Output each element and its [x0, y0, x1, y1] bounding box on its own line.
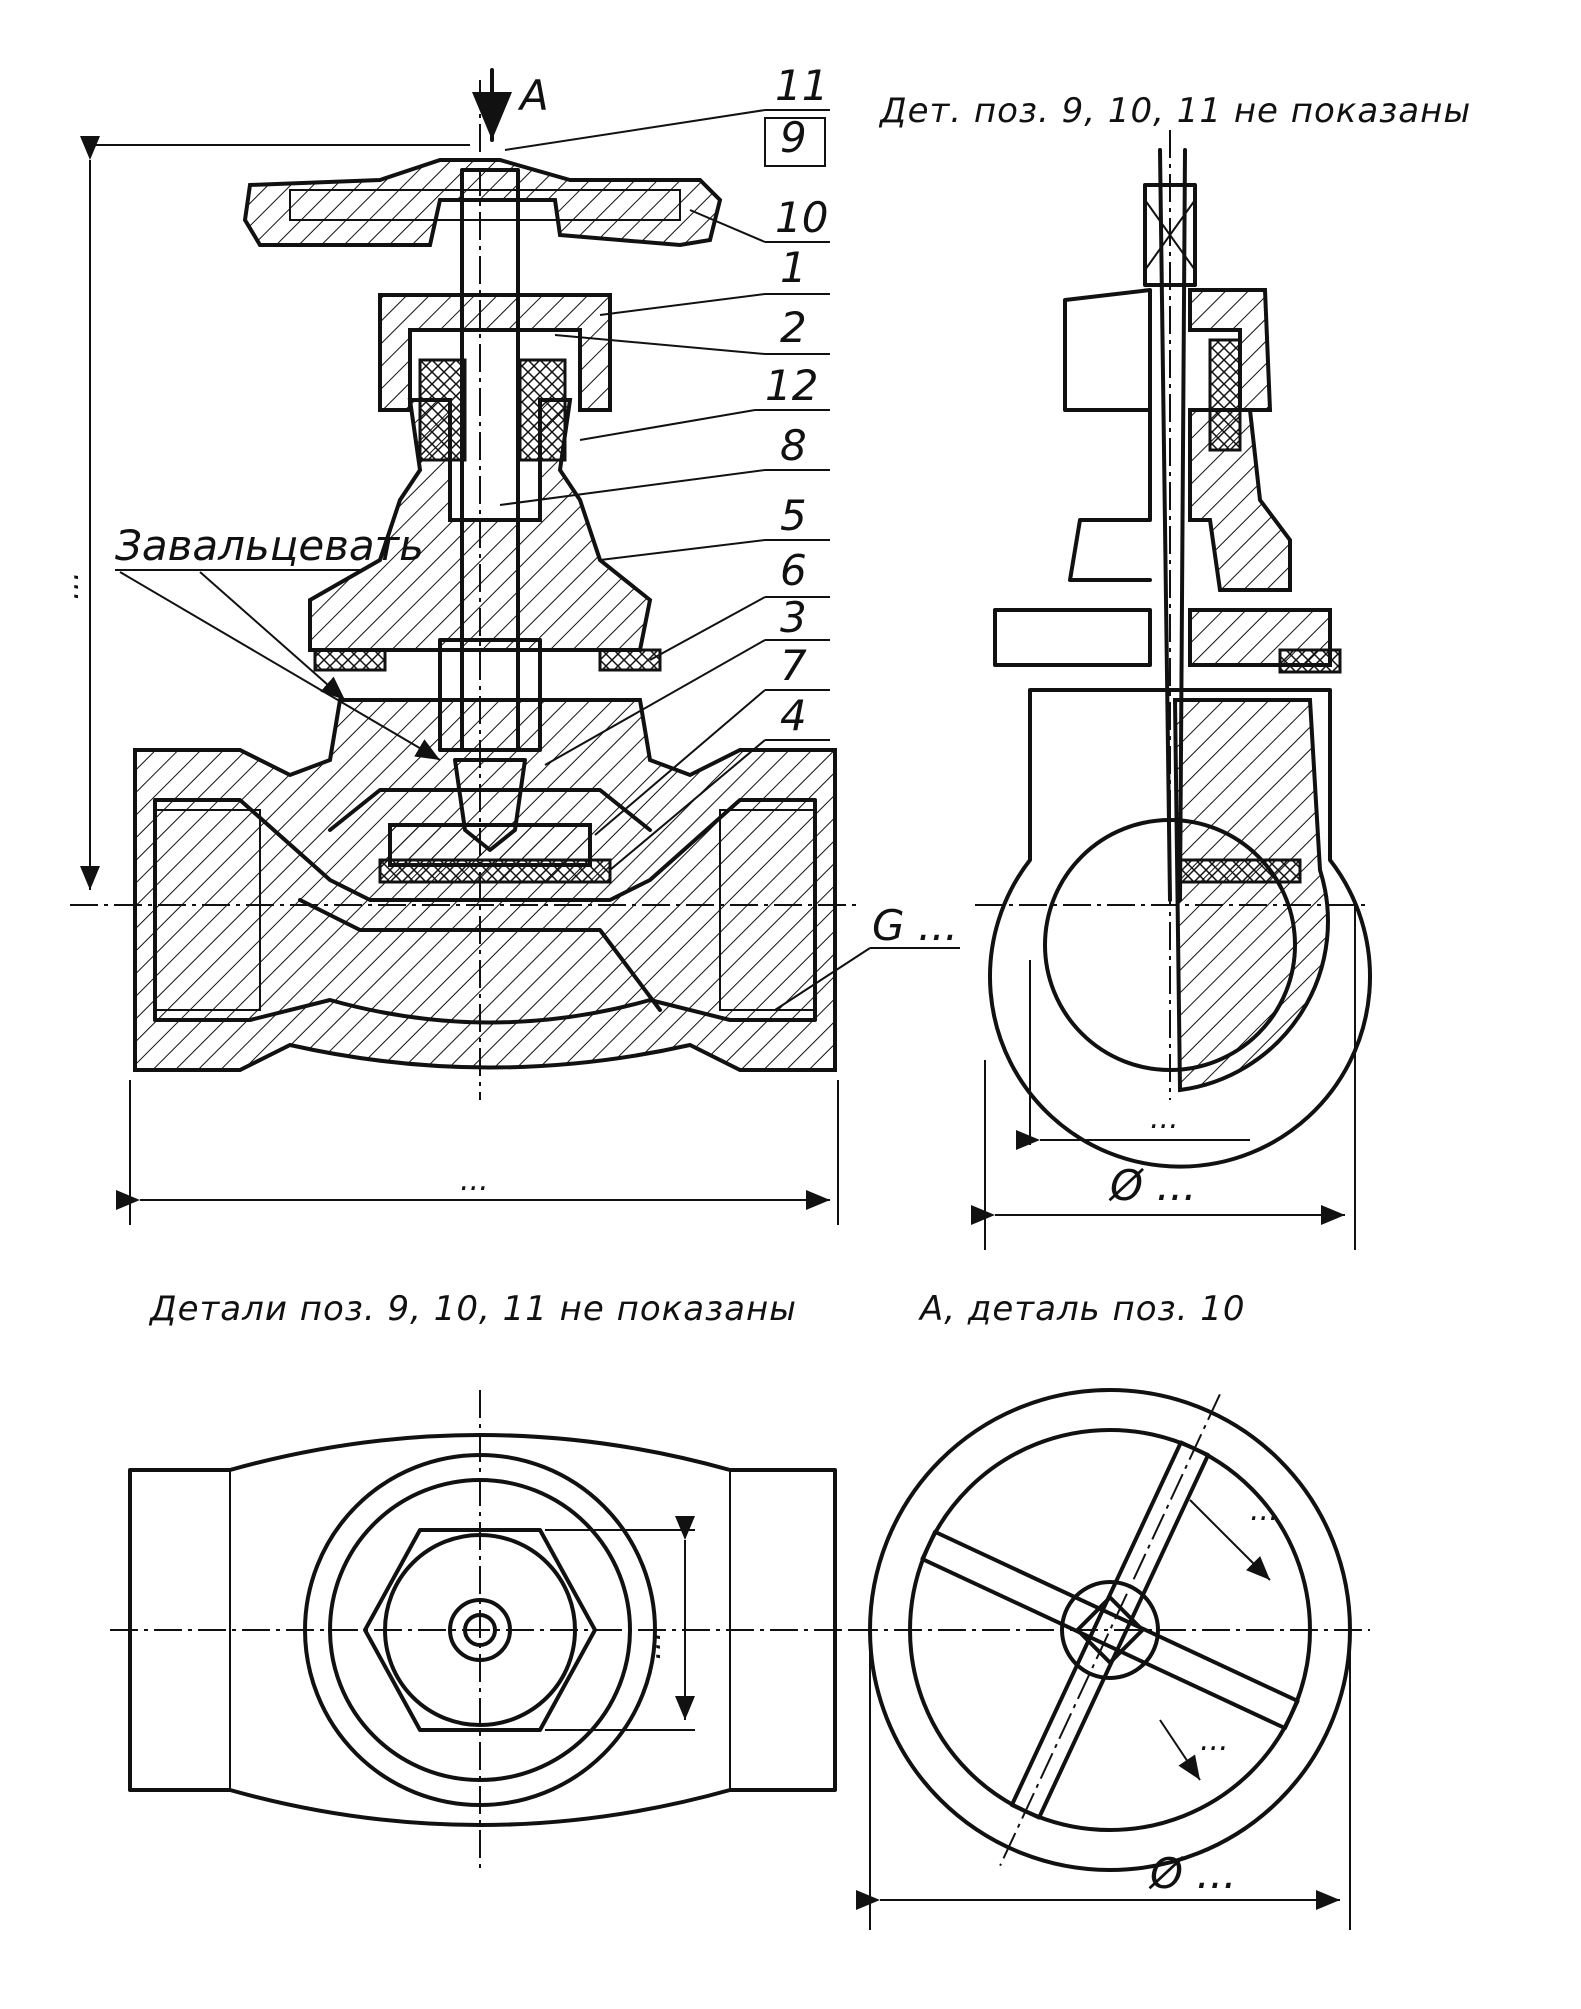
gasket-left	[313, 648, 387, 672]
callout-9: 9	[780, 113, 807, 162]
callout-2: 2	[780, 303, 807, 352]
wheel-view-note: А, деталь поз. 10	[918, 1289, 1246, 1329]
callout-8: 8	[780, 421, 807, 470]
callout-5: 5	[780, 491, 807, 540]
side-flange	[993, 608, 1152, 667]
side-nut	[1063, 288, 1152, 412]
callout-6: 6	[780, 546, 807, 595]
handwheel-section	[242, 158, 723, 248]
body-cavity	[153, 798, 817, 1025]
top-dim-label: ...	[633, 1631, 668, 1660]
position-callouts: A 11 9 10 1 2 12 8 5 6 3 7 4	[499, 61, 830, 871]
top-body-outline	[128, 1433, 837, 1827]
view-marker: A	[517, 71, 549, 120]
side-note: Дет. поз. 9, 10, 11 не показаны	[878, 91, 1471, 131]
thread-label: G ...	[872, 901, 958, 950]
callout-11: 11	[775, 61, 828, 110]
handwheel-view: А, деталь поз. 10 ... ... Ø ...	[850, 1289, 1370, 1930]
front-section-view: ... ... Завальцевать G ...	[51, 68, 960, 1225]
gasket-right	[598, 648, 662, 672]
side-view: Дет. поз. 9, 10, 11 не показаны ... Ø ..…	[878, 91, 1471, 1250]
bonnet-nut	[378, 293, 612, 412]
callout-10: 10	[775, 193, 828, 242]
side-dim-label: ...	[1150, 1101, 1179, 1136]
side-body	[988, 688, 1372, 1169]
stem	[460, 168, 520, 752]
callout-1: 1	[780, 243, 807, 292]
callout-4: 4	[780, 691, 807, 740]
handwheel-spokes	[920, 1440, 1300, 1820]
wheel-spoke-dim-label: ...	[1250, 1493, 1279, 1528]
width-dim-label: ...	[460, 1163, 489, 1198]
callout-7: 7	[780, 641, 807, 690]
callout-12: 12	[765, 361, 818, 410]
handwheel-square-bore	[1075, 1595, 1145, 1665]
side-diameter-label: Ø ...	[1108, 1161, 1196, 1210]
top-view-note: Детали поз. 9, 10, 11 не показаны	[148, 1289, 797, 1329]
height-dim-label: ...	[51, 571, 86, 600]
top-view: Детали поз. 9, 10, 11 не показаны ...	[110, 1289, 855, 1870]
wheel-hub-dim-label: ...	[1200, 1723, 1229, 1758]
roll-label: Завальцевать	[115, 521, 424, 570]
wheel-diameter-label: Ø ...	[1148, 1849, 1236, 1898]
valve-body	[133, 698, 837, 1072]
callout-3: 3	[780, 593, 807, 642]
